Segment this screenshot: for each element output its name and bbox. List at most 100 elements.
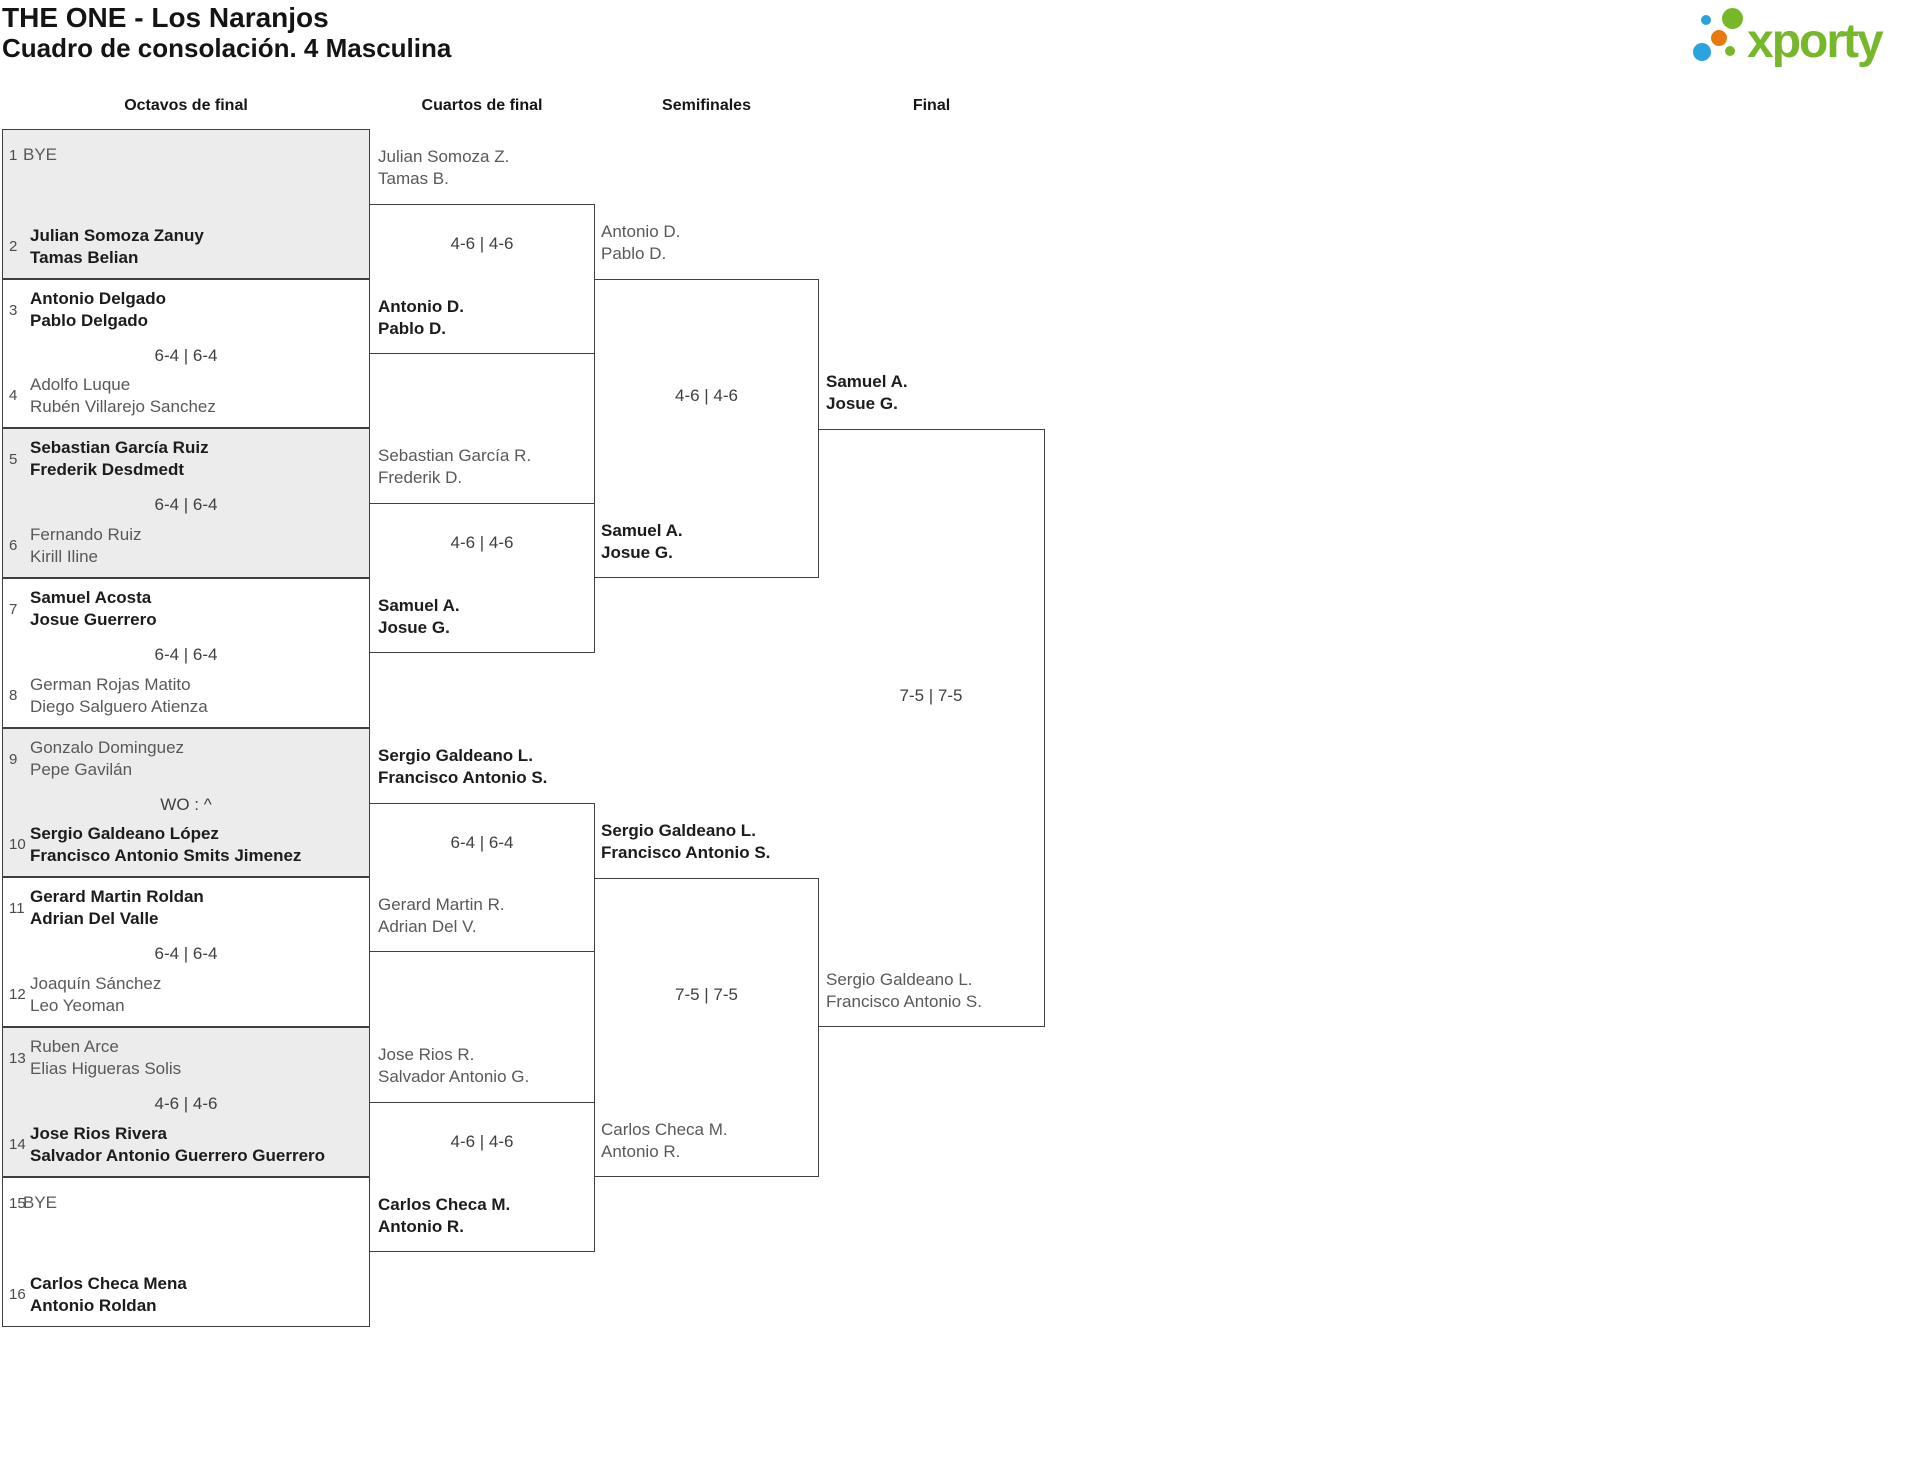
team-name-line: Frederik Desdmedt <box>30 460 184 479</box>
team-name-line: Samuel A. <box>601 521 683 540</box>
logo-dot-icon <box>1701 15 1711 25</box>
match-score: 4-6 | 4-6 <box>450 1132 514 1151</box>
logo-dot-icon <box>1693 43 1711 61</box>
seed-number: 14 <box>9 1136 26 1153</box>
team-name-line: Frederik D. <box>378 468 463 487</box>
team-name-line: Ruben Arce <box>30 1037 119 1056</box>
team-name-line: Antonio R. <box>601 1142 681 1161</box>
round-header-cuartos: Cuartos de final <box>421 97 543 114</box>
seed-number: 3 <box>9 302 18 319</box>
team-name-line: Leo Yeoman <box>30 996 125 1015</box>
team-name-line: Francisco Antonio Smits Jimenez <box>30 846 302 865</box>
team-names: BYE <box>23 1192 57 1214</box>
match-score: 4-6 | 4-6 <box>674 386 738 405</box>
seed-number: 16 <box>9 1286 26 1303</box>
match-box-sf-2: 7-5 | 7-5 <box>594 878 819 1177</box>
seed-number: 13 <box>9 1050 26 1067</box>
round-header-semifinales: Semifinales <box>662 97 751 114</box>
logo-dot-icon <box>1725 46 1735 56</box>
team-names: Sebastian García R.Frederik D. <box>378 445 531 489</box>
seed-number: 5 <box>9 451 18 468</box>
team-name-line: Adrian Del V. <box>378 917 477 936</box>
match-score: 4-6 | 4-6 <box>450 533 514 552</box>
team-names: Antonio D.Pablo D. <box>378 296 464 340</box>
team-name-line: Tamas B. <box>378 169 449 188</box>
team-names: Samuel A. Josue G. <box>826 371 908 415</box>
team-name-line: Josue Guerrero <box>30 610 157 629</box>
logo-dot-icon <box>1722 8 1743 29</box>
match-score: 6-4 | 6-4 <box>450 833 514 852</box>
team-name-line: Carlos Checa M. <box>378 1195 511 1214</box>
team-name-line: Pablo Delgado <box>30 311 149 330</box>
match-score: WO : ^ <box>160 795 212 814</box>
team-names: Julian Somoza Z. Tamas B. <box>378 146 509 190</box>
team-name-line: Antonio Delgado <box>30 289 166 308</box>
team-name-line: Samuel A. <box>826 372 908 391</box>
match-score: 7-5 | 7-5 <box>674 985 738 1004</box>
seed-number: 2 <box>9 238 18 255</box>
team-name-line: Antonio D. <box>601 222 681 241</box>
team-name-line: Gerard Martin Roldan <box>30 887 204 906</box>
team-name-line: Julian Somoza Z. <box>378 147 510 166</box>
team-name-line: Francisco Antonio S. <box>601 843 771 862</box>
team-name-line: Josue G. <box>826 394 898 413</box>
team-name-line: Salvador Antonio Guerrero Guerrero <box>30 1146 326 1165</box>
team-name-line: Carlos Checa Mena <box>30 1274 187 1293</box>
seed-number: 11 <box>9 900 25 917</box>
team-name-line: Jose Rios Rivera <box>30 1124 168 1143</box>
team-name-line: Antonio R. <box>378 1217 464 1236</box>
xporty-logo-text: xporty <box>1747 15 1884 68</box>
team-name-line: Gonzalo Dominguez <box>30 738 185 757</box>
team-names: Carlos Checa M. Antonio R. <box>378 1194 510 1238</box>
match-box-qf-2: 4-6 | 4-6 <box>369 503 595 653</box>
team-name-line: Joaquín Sánchez <box>30 974 162 993</box>
match-score: 6-4 | 6-4 <box>154 944 218 963</box>
match-score: 4-6 | 4-6 <box>450 234 514 253</box>
seed-number: 12 <box>9 986 26 1003</box>
team-name-line: Diego Salguero Atienza <box>30 697 208 716</box>
team-name-line: Francisco Antonio S. <box>378 768 548 787</box>
team-names: Samuel A. Josue G. <box>601 520 683 564</box>
page-title: THE ONE - Los Naranjos <box>2 2 329 33</box>
team-name-line: Rubén Villarejo Sanchez <box>30 397 216 416</box>
team-name-line: Salvador Antonio G. <box>378 1067 530 1086</box>
team-name-line: Pepe Gavilán <box>30 760 133 779</box>
team-name-line: Antonio Roldan <box>30 1296 157 1315</box>
team-name-line: Samuel Acosta <box>30 588 152 607</box>
team-name-line: Josue G. <box>378 618 450 637</box>
team-name-line: Julian Somoza Zanuy <box>30 226 204 245</box>
team-name-line: BYE <box>23 1193 58 1212</box>
round-header-final: Final <box>912 97 951 114</box>
seed-number: 4 <box>9 387 18 404</box>
team-name-line: Adrian Del Valle <box>30 909 159 928</box>
team-name-line: Antonio D. <box>378 297 464 316</box>
seed-number: 1 <box>9 147 18 164</box>
team-name-line: Sergio Galdeano López <box>30 824 219 843</box>
team-name-line: Elias Higueras Solis <box>30 1059 182 1078</box>
team-name-line: Carlos Checa M. <box>601 1120 728 1139</box>
team-name-line: German Rojas Matito <box>30 675 191 694</box>
xporty-logo[interactable]: xporty <box>1690 4 1908 70</box>
team-name-line: Fernando Ruiz <box>30 525 142 544</box>
team-name-line: Sergio Galdeano L. <box>378 746 533 765</box>
team-name-line: Josue G. <box>601 543 673 562</box>
team-names: Samuel A.Josue G. <box>378 595 460 639</box>
team-name-line: BYE <box>23 145 58 164</box>
seed-number: 15 <box>9 1195 26 1212</box>
